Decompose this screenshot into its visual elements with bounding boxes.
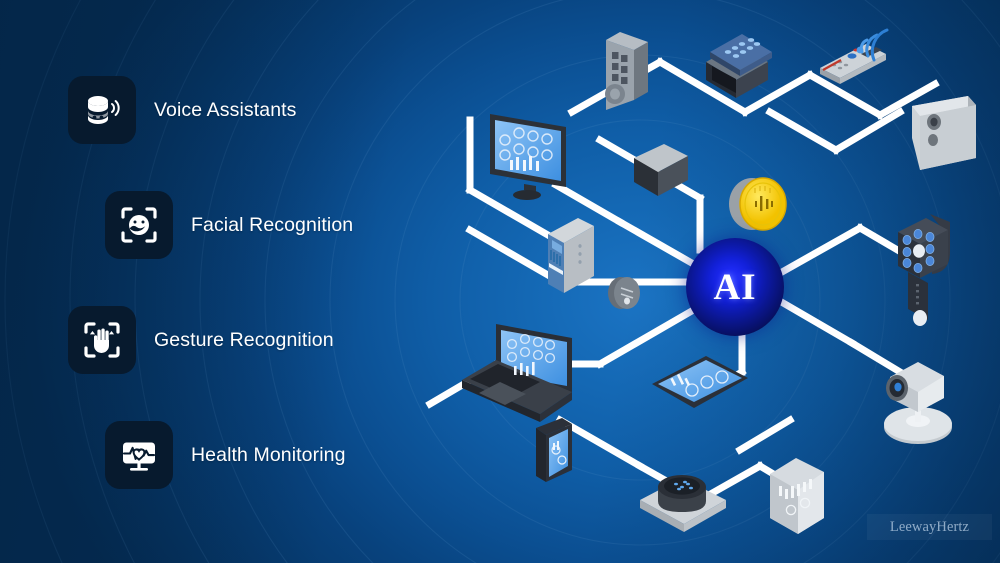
- feature-item-facial-recognition[interactable]: Facial Recognition: [105, 191, 353, 259]
- heartbeat-monitor-icon: [105, 421, 173, 489]
- smart-speaker-icon: [68, 76, 136, 144]
- watermark: LeewayHertz: [867, 514, 992, 540]
- device-smart-display-panel: [548, 218, 594, 293]
- feature-item-gesture-recognition[interactable]: Gesture Recognition: [68, 306, 334, 374]
- ai-center-node[interactable]: AI: [686, 238, 784, 336]
- device-desktop-monitor: [490, 114, 566, 200]
- feature-label: Gesture Recognition: [154, 328, 334, 351]
- device-smart-door-lock: [605, 32, 648, 110]
- face-scan-icon: [105, 191, 173, 259]
- device-smart-dial-knob: [729, 177, 787, 231]
- device-laptop: [462, 324, 572, 422]
- device-round-motion-sensor: [608, 277, 640, 309]
- feature-item-voice-assistants[interactable]: Voice Assistants: [68, 76, 297, 144]
- device-tv-remote-control: [820, 44, 886, 84]
- feature-label: Health Monitoring: [191, 443, 346, 466]
- device-vr-headset: [706, 34, 772, 98]
- hand-gesture-scan-icon: [68, 306, 136, 374]
- device-tablet: [652, 356, 748, 408]
- ai-node-label: AI: [713, 266, 757, 308]
- feature-list: Voice Assistants Facial Reco: [0, 0, 420, 563]
- feature-label: Facial Recognition: [191, 213, 354, 236]
- feature-item-health-monitoring[interactable]: Health Monitoring: [105, 421, 346, 489]
- device-smart-speaker: [640, 475, 726, 532]
- watermark-text: LeewayHertz: [889, 518, 970, 535]
- device-small-phone: [536, 418, 572, 482]
- device-set-top-box: [634, 144, 688, 196]
- device-security-camera: [884, 362, 952, 444]
- wifi-signal-waves-icon: [856, 28, 889, 62]
- device-wall-thermostat: [770, 458, 824, 534]
- device-smartwatch: [898, 214, 950, 326]
- feature-label: Voice Assistants: [154, 98, 297, 121]
- device-smartphone: [912, 96, 976, 170]
